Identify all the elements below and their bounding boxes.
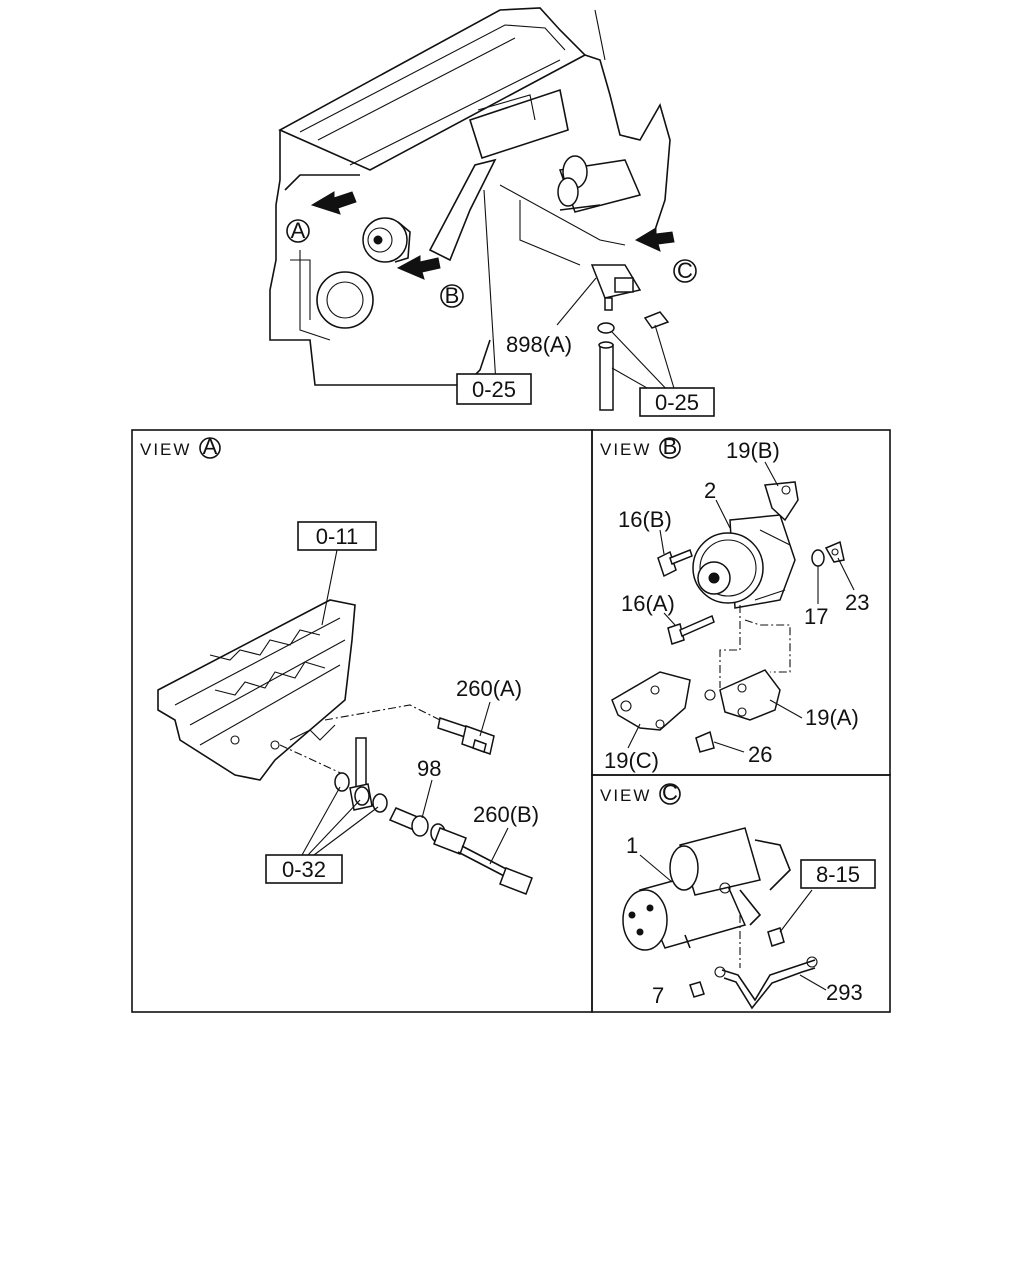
ref-032: 0-32: [282, 857, 326, 882]
bolt-98: [388, 807, 429, 837]
cylinder-head: [157, 599, 356, 781]
view-c-marker: [673, 259, 697, 283]
arrow-a-icon: [310, 191, 357, 215]
ref-815: 8-15: [816, 862, 860, 887]
ref-box-815: [800, 859, 876, 889]
engine-starter: [557, 155, 642, 213]
view-c-frame: [591, 774, 891, 1013]
label-19b: 19(B): [726, 438, 780, 463]
view-b-panel: VIEW B: [600, 434, 869, 773]
view-c-marker-text: C: [677, 258, 693, 283]
view-b-marker: [440, 284, 464, 308]
view-b-marker-text: B: [445, 283, 460, 308]
sensor-898a: [590, 264, 642, 311]
ref-box-025-right: [639, 387, 715, 417]
view-c-panel: VIEW C: [600, 780, 876, 1010]
label-19a: 19(A): [805, 705, 859, 730]
bracket-19c: [611, 671, 691, 731]
label-898a: 898(A): [506, 332, 572, 357]
bolt-16a: [667, 614, 715, 645]
view-a-title-circle: [199, 437, 221, 459]
label-23: 23: [845, 590, 869, 615]
label-2: 2: [704, 478, 716, 503]
view-a-frame: [131, 429, 593, 1013]
engine-overview: A B C 898(A) 0-25 0-25: [269, 7, 715, 417]
view-b-title: VIEW: [600, 440, 651, 459]
terminal-23: [824, 540, 845, 563]
ref-011: 0-11: [316, 524, 358, 549]
washer-17: [811, 549, 825, 567]
view-b-title-circle: [659, 437, 681, 459]
label-16a: 16(A): [621, 591, 675, 616]
ref-box-032: [265, 854, 343, 884]
starter-motor-1: [622, 827, 791, 951]
bolt-26: [695, 730, 715, 753]
bracket-19b: [764, 481, 799, 522]
bracket-19a: [704, 669, 781, 721]
bolt-815: [767, 927, 785, 947]
arrow-c-icon: [634, 227, 675, 252]
view-a-panel: VIEW A 0-11 260(A): [140, 434, 539, 895]
view-c-title-circle-text: C: [662, 780, 678, 805]
ref-box-025-left: [456, 373, 532, 405]
view-a-marker: [286, 219, 310, 243]
label-260b: 260(B): [473, 802, 539, 827]
engine-alternator: [362, 217, 411, 263]
label-17: 17: [804, 604, 828, 629]
view-a-title-circle-text: A: [203, 434, 218, 459]
label-7: 7: [652, 983, 664, 1008]
ref-025-left: 0-25: [472, 377, 516, 402]
view-c-title-circle: [659, 783, 681, 805]
cable-293: [714, 956, 818, 1010]
ref-box-011: [297, 521, 377, 551]
label-98: 98: [417, 756, 441, 781]
ref-025-right: 0-25: [655, 390, 699, 415]
arrow-b-icon: [396, 255, 441, 280]
label-260a: 260(A): [456, 676, 522, 701]
label-26: 26: [748, 742, 772, 767]
view-a-marker-text: A: [291, 218, 306, 243]
bolt-16b: [657, 549, 693, 578]
label-19c: 19(C): [604, 748, 659, 773]
view-a-title: VIEW: [140, 440, 191, 459]
label-293: 293: [826, 980, 863, 1005]
hose-and-bolt: [597, 311, 670, 411]
pipe-and-gaskets: [334, 737, 388, 813]
sensor-260a: [437, 717, 495, 755]
view-b-title-circle-text: B: [663, 434, 678, 459]
view-c-title: VIEW: [600, 786, 651, 805]
label-16b: 16(B): [618, 507, 672, 532]
label-1: 1: [626, 833, 638, 858]
sensor-260b: [430, 823, 533, 895]
alternator-2: [692, 514, 796, 609]
nut-7: [689, 981, 705, 998]
